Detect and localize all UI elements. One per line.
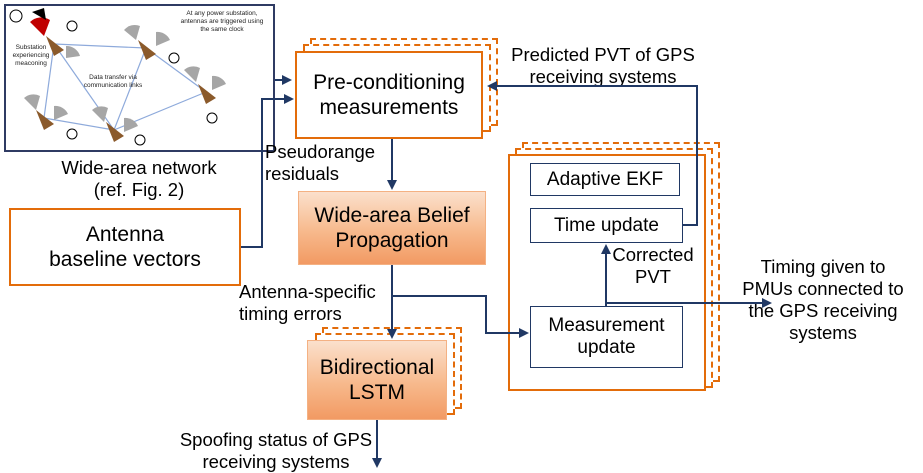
preconditioning-box: Pre-conditioning measurements — [295, 51, 483, 139]
time-update-box: Time update — [530, 208, 683, 243]
timing-errors-label: Antenna-specific timing errors — [239, 281, 376, 325]
network-caption: Wide-area network (ref. Fig. 2) — [19, 157, 259, 201]
substation-note: Substation experiencing meaconing — [12, 44, 50, 67]
pseudorange-line: residuals — [265, 163, 340, 184]
substation-node — [24, 94, 78, 140]
corrected-line: Corrected — [612, 244, 694, 265]
substation-node — [184, 66, 226, 124]
spoofing-line: Spoofing status of GPS — [179, 429, 373, 450]
network-caption-line: (ref. Fig. 2) — [93, 179, 185, 200]
lstm-box: Bidirectional LSTM — [307, 340, 447, 420]
network-caption-line: Wide-area network — [61, 157, 217, 178]
predicted-pvt-label: Predicted PVT of GPS receiving systems — [498, 44, 708, 88]
antenna-box-line: baseline vectors — [49, 248, 201, 271]
preconditioning-line: Pre-conditioning — [313, 71, 465, 94]
pseudorange-line: Pseudorange — [265, 141, 376, 162]
network-inset: Substation experiencing meaconing At any… — [4, 4, 275, 152]
timing-errors-line: timing errors — [239, 303, 342, 324]
antenna-baseline-box: Antenna baseline vectors — [9, 208, 241, 286]
predicted-pvt-line: receiving systems — [529, 66, 677, 87]
measurement-line: update — [577, 337, 636, 358]
substation-node — [124, 24, 180, 64]
substation-node — [30, 17, 80, 58]
pseudorange-label: Pseudorange residuals — [265, 141, 375, 185]
lstm-line: Bidirectional — [319, 356, 435, 379]
transfer-note: Data transfer via communication links — [83, 74, 143, 89]
trigger-note: At any power substation, antennas are tr… — [180, 10, 264, 33]
predicted-pvt-line: Predicted PVT of GPS — [511, 44, 695, 65]
spoofer-icon — [9, 8, 46, 23]
adaptive-ekf-title: Adaptive EKF — [530, 163, 680, 196]
substation-node — [92, 106, 146, 146]
timing-output-line: PMUs connected to — [742, 278, 904, 299]
lstm-line: LSTM — [348, 381, 405, 404]
corrected-line: PVT — [635, 266, 671, 287]
timing-errors-line: Antenna-specific — [239, 281, 376, 302]
preconditioning-line: measurements — [319, 96, 459, 119]
network-drawing — [9, 8, 226, 146]
spoofing-status-label: Spoofing status of GPS receiving systems — [166, 429, 386, 473]
antenna-box-line: Antenna — [85, 223, 165, 246]
timing-output-line: systems — [789, 322, 857, 343]
belief-propagation-box: Wide-area Belief Propagation — [298, 191, 486, 265]
timing-output-line: Timing given to — [760, 256, 886, 277]
measurement-line: Measurement — [548, 315, 665, 336]
belief-line: Wide-area Belief — [314, 204, 470, 227]
corrected-pvt-label: Corrected PVT — [603, 244, 703, 288]
timing-output-label: Timing given to PMUs connected to the GP… — [730, 256, 916, 344]
spoofing-line: receiving systems — [202, 451, 350, 472]
measurement-update-box: Measurement update — [530, 306, 683, 368]
timing-output-line: the GPS receiving — [748, 300, 898, 321]
belief-line: Propagation — [335, 229, 449, 252]
